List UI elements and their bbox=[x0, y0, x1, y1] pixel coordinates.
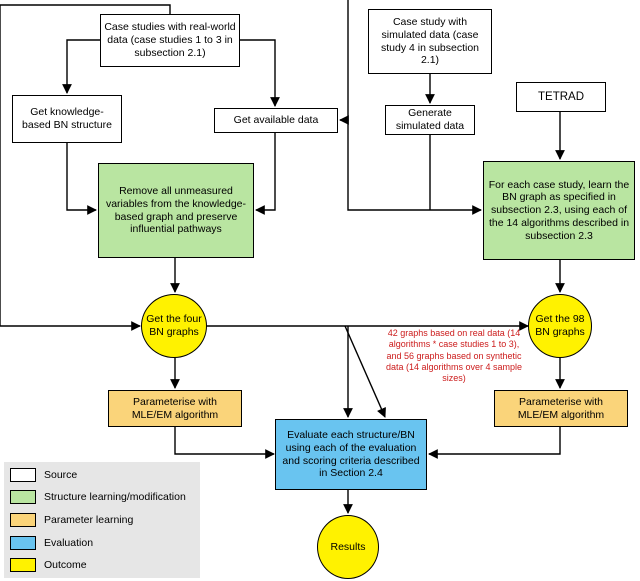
graphs-note-text: 42 graphs based on real data (14 algorit… bbox=[385, 328, 523, 383]
ninetyeight-bn-label: Get the 98 BN graphs bbox=[535, 313, 585, 338]
remove-label: Remove all unmeasured variables from the… bbox=[105, 184, 247, 236]
arrow-real-to-four bbox=[0, 4, 171, 331]
case-sim-label: Case study with simulated data (case stu… bbox=[380, 15, 480, 67]
get-kb-node: Get knowledge-based BN structure bbox=[12, 95, 122, 143]
param-left-label: Parameterise with MLE/EM algorithm bbox=[131, 395, 219, 421]
legend-swatch-evaluation bbox=[10, 536, 36, 550]
legend-item-source: Source bbox=[10, 467, 77, 483]
legend-item-evaluation: Evaluation bbox=[10, 535, 93, 551]
get-data-node: Get available data bbox=[214, 108, 338, 133]
legend-swatch-source bbox=[10, 468, 36, 482]
four-bn-label: Get the four BN graphs bbox=[146, 313, 202, 338]
arrow-data-to-remove bbox=[255, 133, 276, 215]
param-right-node: Parameterise with MLE/EM algorithm bbox=[494, 390, 628, 427]
evaluate-node: Evaluate each structure/BN using each of… bbox=[275, 419, 427, 490]
case-sim-node: Case study with simulated data (case stu… bbox=[368, 9, 492, 74]
tetrad-node: TETRAD bbox=[516, 82, 606, 112]
legend: Source Structure learning/modification P… bbox=[4, 462, 200, 578]
arrow-data-to-learn bbox=[347, 120, 482, 215]
graphs-note: 42 graphs based on real data (14 algorit… bbox=[383, 328, 525, 384]
legend-swatch-structure bbox=[10, 490, 36, 504]
legend-swatch-outcome bbox=[10, 558, 36, 572]
results-label: Results bbox=[330, 540, 366, 553]
legend-label-parameter: Parameter learning bbox=[44, 514, 134, 526]
ninetyeight-bn-node: Get the 98 BN graphs bbox=[528, 294, 592, 358]
legend-label-source: Source bbox=[44, 469, 78, 481]
arrow-real-to-data bbox=[240, 39, 280, 107]
remove-node: Remove all unmeasured variables from the… bbox=[98, 163, 254, 258]
arrow-98line-to-eval bbox=[344, 325, 386, 418]
param-left-node: Parameterise with MLE/EM algorithm bbox=[108, 390, 242, 427]
evaluate-label: Evaluate each structure/BN using each of… bbox=[282, 428, 420, 480]
arrow-paramright-to-eval bbox=[428, 427, 561, 459]
legend-item-parameter: Parameter learning bbox=[10, 512, 133, 528]
get-data-label: Get available data bbox=[233, 114, 319, 127]
legend-item-structure: Structure learning/modification bbox=[10, 489, 186, 505]
get-kb-label: Get knowledge-based BN structure bbox=[22, 106, 112, 131]
learn-label: For each case study, learn the BN graph … bbox=[488, 178, 630, 242]
tetrad-label: TETRAD bbox=[538, 90, 584, 103]
arrow-paramleft-to-eval bbox=[174, 427, 275, 459]
arrow-kb-to-remove bbox=[66, 143, 97, 215]
param-right-label: Parameterise with MLE/EM algorithm bbox=[517, 395, 605, 421]
arrow-real-to-kb bbox=[62, 39, 100, 94]
arrow-sim-to-data bbox=[339, 0, 349, 125]
legend-label-structure: Structure learning/modification bbox=[44, 491, 186, 503]
four-bn-node: Get the four BN graphs bbox=[141, 294, 207, 358]
legend-swatch-parameter bbox=[10, 513, 36, 527]
case-real-node: Case studies with real-world data (case … bbox=[100, 14, 240, 67]
generate-node: Generate simulated data bbox=[385, 105, 475, 135]
generate-label: Generate simulated data bbox=[395, 107, 465, 132]
legend-label-evaluation: Evaluation bbox=[44, 537, 94, 549]
results-node: Results bbox=[317, 515, 379, 579]
learn-node: For each case study, learn the BN graph … bbox=[483, 161, 635, 260]
legend-item-outcome: Outcome bbox=[10, 557, 87, 573]
case-real-label: Case studies with real-world data (case … bbox=[104, 21, 236, 59]
legend-label-outcome: Outcome bbox=[44, 559, 87, 571]
